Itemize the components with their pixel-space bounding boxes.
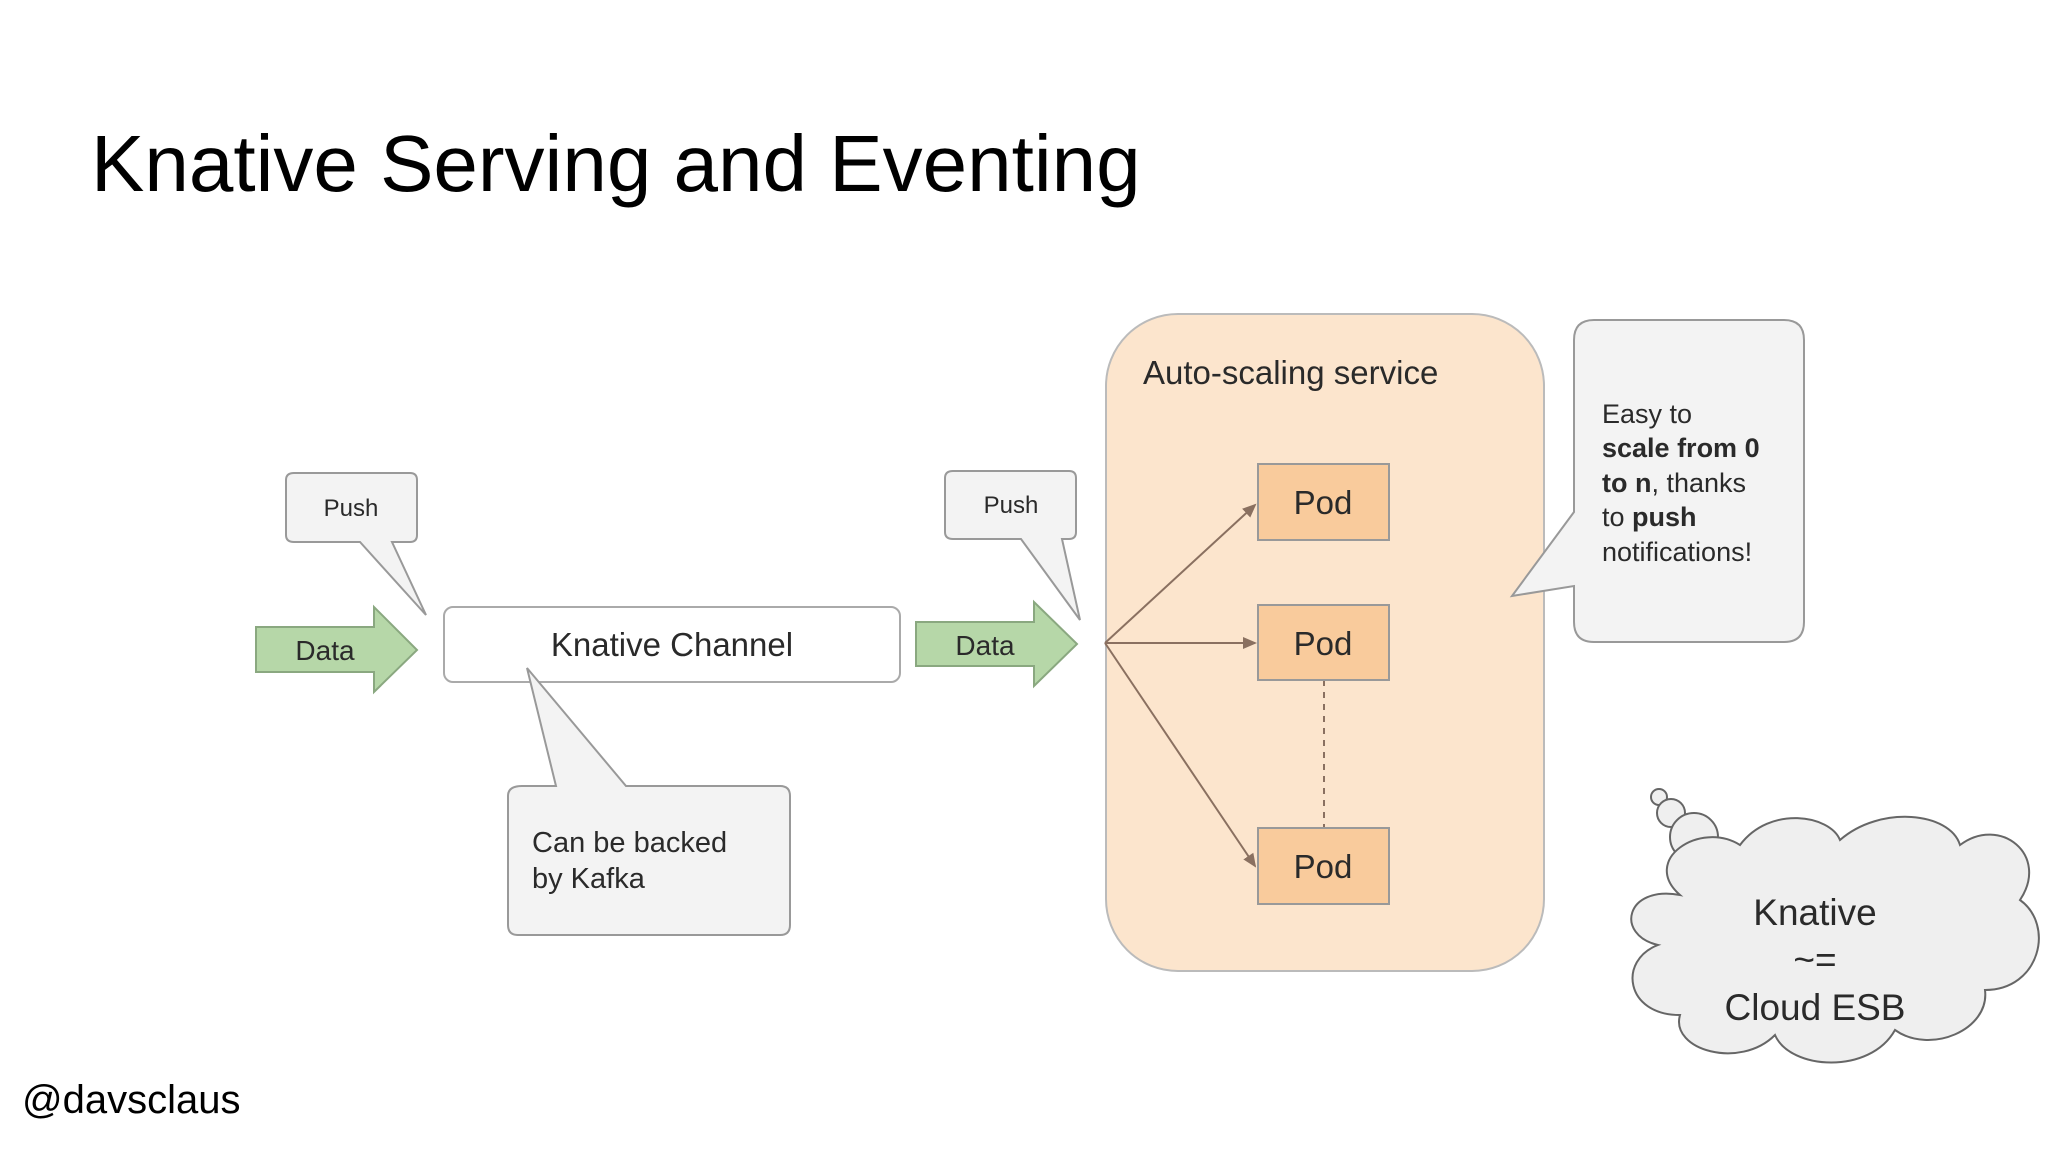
pod-arrows	[1104, 503, 1257, 868]
scale-note-line4-plain: to	[1602, 502, 1632, 532]
pod-1-label: Pod	[1294, 484, 1353, 521]
data-label-left: Data	[295, 635, 355, 666]
cloud-line3: Cloud ESB	[1725, 987, 1906, 1028]
scale-note-line3-rest: , thanks	[1651, 468, 1746, 498]
data-arrow-right: Data	[915, 599, 1079, 689]
cloud-line2: ~=	[1793, 939, 1836, 980]
pod-2-label: Pod	[1294, 625, 1353, 662]
scale-note-text: Easy to scale from 0 to n, thanks to pus…	[1602, 399, 1767, 567]
slide-title: Knative Serving and Eventing	[91, 119, 1141, 208]
kafka-note-line1: Can be backed	[532, 827, 727, 859]
scale-note-line3-bold: to n	[1602, 468, 1651, 498]
scale-note-line5: notifications!	[1602, 537, 1752, 567]
push-callout-left: Push	[285, 472, 427, 616]
scale-note-line1: Easy to	[1602, 399, 1692, 429]
arrow-to-pod-3	[1104, 642, 1257, 868]
channel-label: Knative Channel	[551, 626, 793, 663]
scale-note-line2: scale from 0	[1602, 433, 1760, 463]
push-callout-right: Push	[944, 470, 1081, 621]
pod-2: Pod	[1257, 604, 1390, 681]
arrow-to-pod-1	[1104, 503, 1257, 644]
cloud-line1: Knative	[1753, 892, 1876, 933]
cloud-shape	[1630, 815, 2040, 1064]
scale-note-callout: Easy to scale from 0 to n, thanks to pus…	[1509, 319, 1805, 643]
data-arrow-left: Data	[255, 604, 419, 695]
kafka-callout: Can be backed by Kafka	[507, 667, 791, 936]
service-label: Auto-scaling service	[1143, 354, 1438, 391]
kafka-note-line2: by Kafka	[532, 863, 646, 895]
footer-handle: @davsclaus	[22, 1078, 241, 1122]
push-label-right: Push	[984, 492, 1039, 519]
push-label-left: Push	[324, 495, 379, 522]
pod-3-label: Pod	[1294, 848, 1353, 885]
knative-channel-box: Knative Channel	[443, 606, 901, 683]
pod-3: Pod	[1257, 827, 1390, 905]
thought-cloud: Knative ~= Cloud ESB	[1630, 788, 2040, 1064]
scale-note-line4-bold: push	[1632, 502, 1697, 532]
pod-1: Pod	[1257, 463, 1390, 541]
data-label-right: Data	[955, 630, 1015, 661]
